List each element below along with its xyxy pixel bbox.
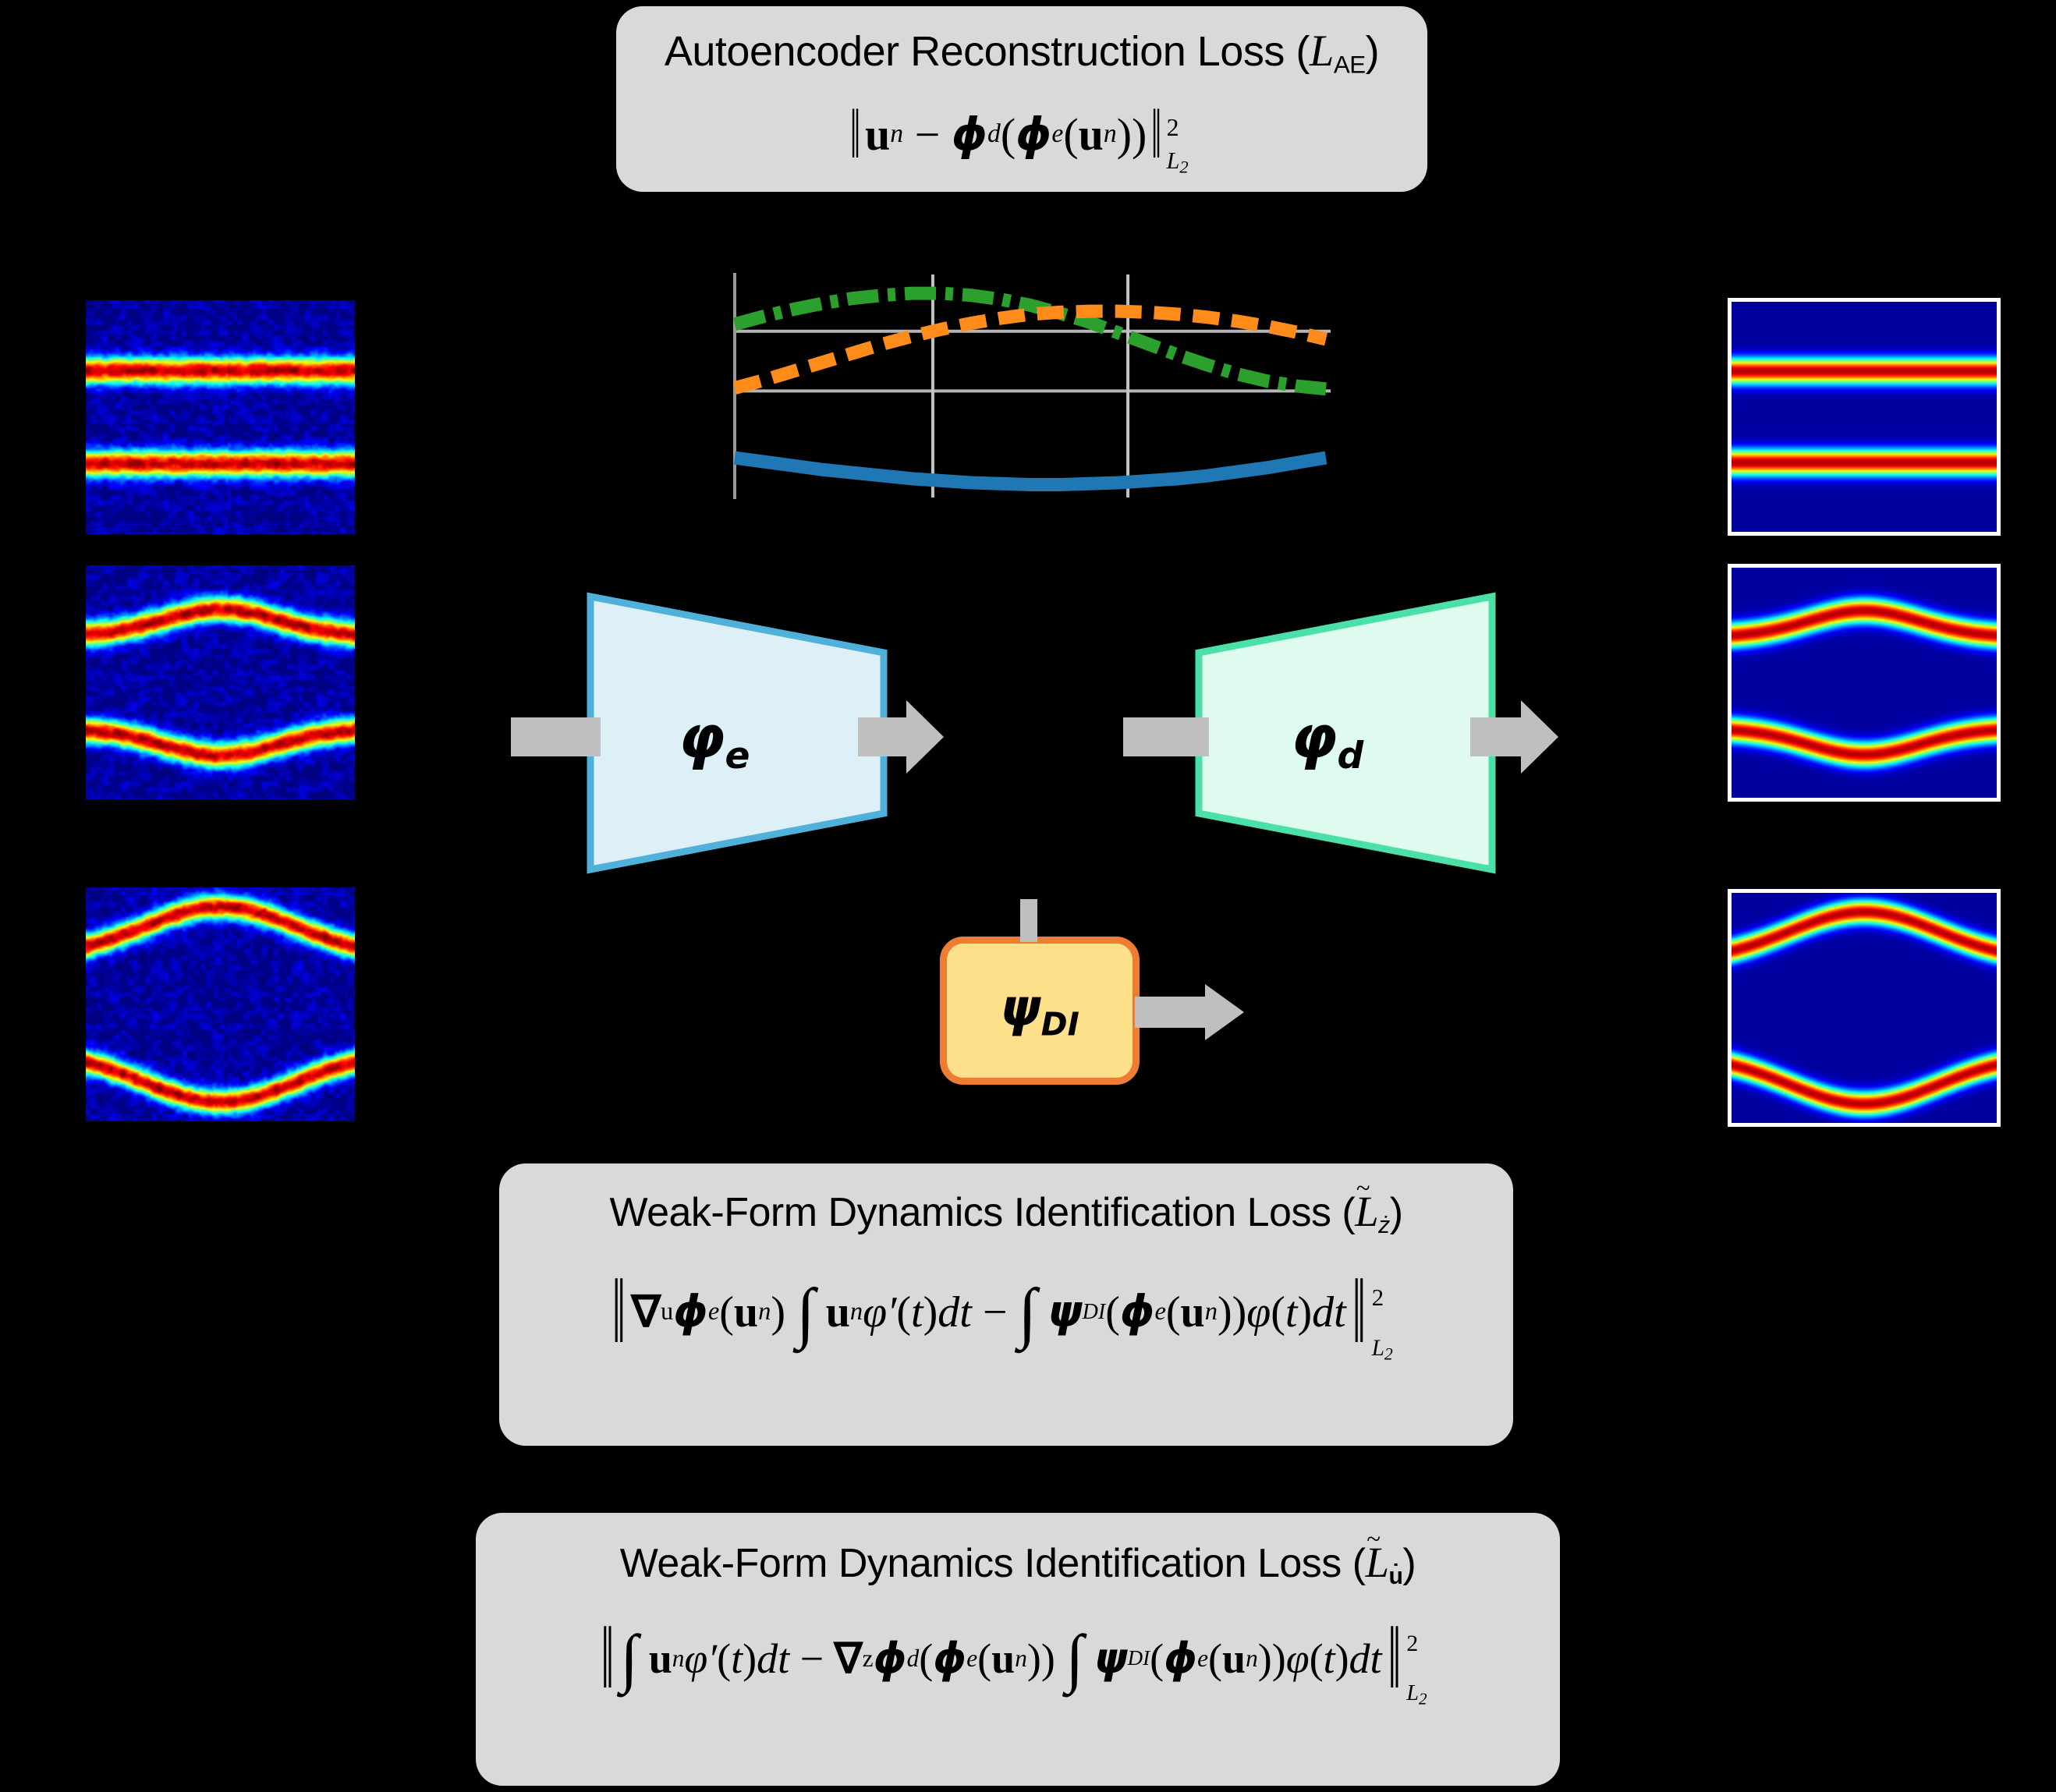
dynamics-psi-glyph: ψ xyxy=(1000,978,1041,1039)
autoencoder-loss-symbol: L xyxy=(1309,27,1335,76)
input-snapshot-3 xyxy=(86,887,355,1121)
plot-line-latent-variable-3 xyxy=(733,451,1328,492)
plot-line-latent-variable-2 xyxy=(732,304,1328,395)
plot-line-latent-variable-1 xyxy=(732,286,1327,396)
heatmap-canvas xyxy=(1732,568,1997,798)
output-snapshot-3 xyxy=(1728,889,2001,1127)
dynamics-label: ψDI xyxy=(1000,978,1079,1043)
autoencoder-loss-symbol-sub: AE xyxy=(1333,51,1366,79)
decoder-trapezoid-shape xyxy=(1195,592,1496,874)
udot-loss-symbol: ~L xyxy=(1365,1525,1389,1586)
zdot-loss-box: Weak-Form Dynamics Identification Loss (… xyxy=(499,1163,1513,1446)
zdot-loss-title: Weak-Form Dynamics Identification Loss (… xyxy=(609,1174,1403,1239)
output-snapshot-2 xyxy=(1728,564,2001,802)
arrow-dynamics-out xyxy=(1135,984,1244,1040)
autoencoder-reconstruction-loss-box: Autoencoder Reconstruction Loss (LAE) ‖u… xyxy=(616,6,1427,192)
udot-loss-title: Weak-Form Dynamics Identification Loss (… xyxy=(619,1525,1416,1590)
decoder-subscript: d xyxy=(1337,735,1364,778)
encoder-trapezoid-shape xyxy=(587,592,888,874)
udot-loss-title-close: ) xyxy=(1402,1541,1416,1586)
input-snapshot-2 xyxy=(86,565,355,799)
encoder-phi-glyph: φ xyxy=(679,702,725,771)
autoencoder-loss-title: Autoencoder Reconstruction Loss (LAE) xyxy=(664,27,1380,79)
heatmap-canvas xyxy=(86,300,355,534)
zdot-loss-title-text: Weak-Form Dynamics Identification Loss ( xyxy=(609,1190,1356,1235)
dynamics-identification-block[interactable]: ψDI xyxy=(940,937,1140,1085)
plot-series-group xyxy=(732,286,1328,492)
udot-loss-box: Weak-Form Dynamics Identification Loss (… xyxy=(476,1513,1560,1786)
heatmap-canvas xyxy=(1732,302,1997,532)
output-snapshot-1 xyxy=(1728,298,2001,536)
dynamics-subscript: DI xyxy=(1040,1005,1079,1043)
heatmap-canvas xyxy=(1732,893,1997,1123)
latent-state-plot xyxy=(732,273,1331,499)
encoder-label: φe xyxy=(679,702,750,777)
zdot-loss-symbol: ~L xyxy=(1355,1174,1379,1235)
decoder-label: φd xyxy=(1291,702,1363,777)
input-snapshot-1 xyxy=(86,300,355,534)
zdot-loss-symbol-sub: ż xyxy=(1378,1213,1390,1239)
encoder-subscript: e xyxy=(725,735,750,778)
decoder-phi-glyph: φ xyxy=(1291,702,1338,771)
encoder-block[interactable] xyxy=(581,589,893,877)
connector-latent-to-dynamics xyxy=(1020,899,1037,942)
decoder-block[interactable] xyxy=(1189,589,1501,877)
udot-loss-title-text: Weak-Form Dynamics Identification Loss ( xyxy=(619,1541,1366,1586)
autoencoder-loss-title-text: Autoencoder Reconstruction Loss ( xyxy=(664,28,1310,75)
udot-loss-symbol-sub: u̇ xyxy=(1388,1564,1403,1590)
heatmap-canvas xyxy=(86,565,355,799)
autoencoder-loss-title-close: ) xyxy=(1365,28,1380,75)
zdot-loss-title-close: ) xyxy=(1389,1190,1403,1235)
heatmap-canvas xyxy=(86,887,355,1121)
